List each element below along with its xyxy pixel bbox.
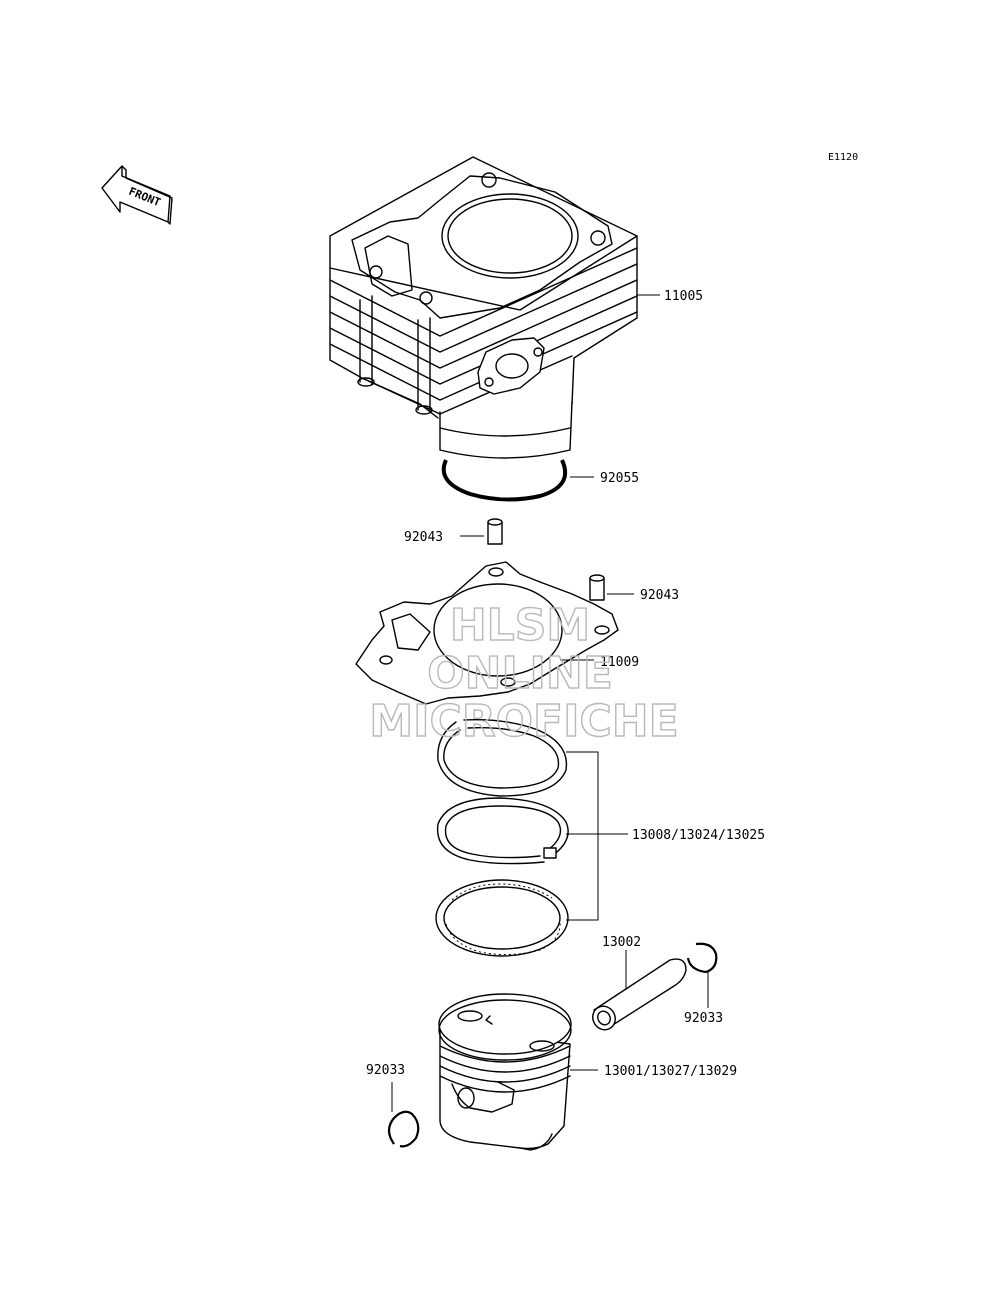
cylinder-gasket-part[interactable] [355, 561, 619, 705]
dowel-pin-left-part[interactable] [487, 518, 503, 545]
label-cylinder: 11005 [664, 289, 703, 304]
label-snap-ring-left: 92033 [366, 1063, 405, 1078]
label-cylinder-gasket: 11009 [600, 655, 639, 670]
piston-rings-part[interactable] [435, 719, 569, 957]
o-ring-part[interactable] [441, 459, 568, 502]
label-o-ring: 92055 [600, 471, 639, 486]
label-piston-rings: 13008/13024/13025 [632, 828, 765, 843]
svg-text:HLSM: HLSM [450, 600, 590, 651]
diagram-code: E1120 [828, 152, 858, 163]
watermark: HLSM ONLINE MICROFICHE [369, 599, 680, 747]
svg-text:ONLINE: ONLINE [427, 648, 613, 699]
snap-ring-right-part[interactable] [686, 942, 718, 974]
snap-ring-left-part[interactable] [387, 1110, 420, 1148]
dowel-pin-right-part[interactable] [589, 574, 605, 601]
svg-text:MICROFICHE: MICROFICHE [369, 696, 678, 747]
front-arrow-icon: FRONT [101, 165, 173, 225]
cylinder-part[interactable] [329, 156, 638, 459]
label-snap-ring-right: 92033 [684, 1011, 723, 1026]
label-dowel-pin-right: 92043 [640, 588, 679, 603]
piston-part[interactable] [438, 993, 572, 1151]
label-piston-pin: 13002 [602, 935, 641, 950]
piston-pin-part[interactable] [588, 958, 687, 1034]
label-piston: 13001/13027/13029 [604, 1064, 737, 1079]
label-dowel-pin-left: 92043 [404, 530, 443, 545]
